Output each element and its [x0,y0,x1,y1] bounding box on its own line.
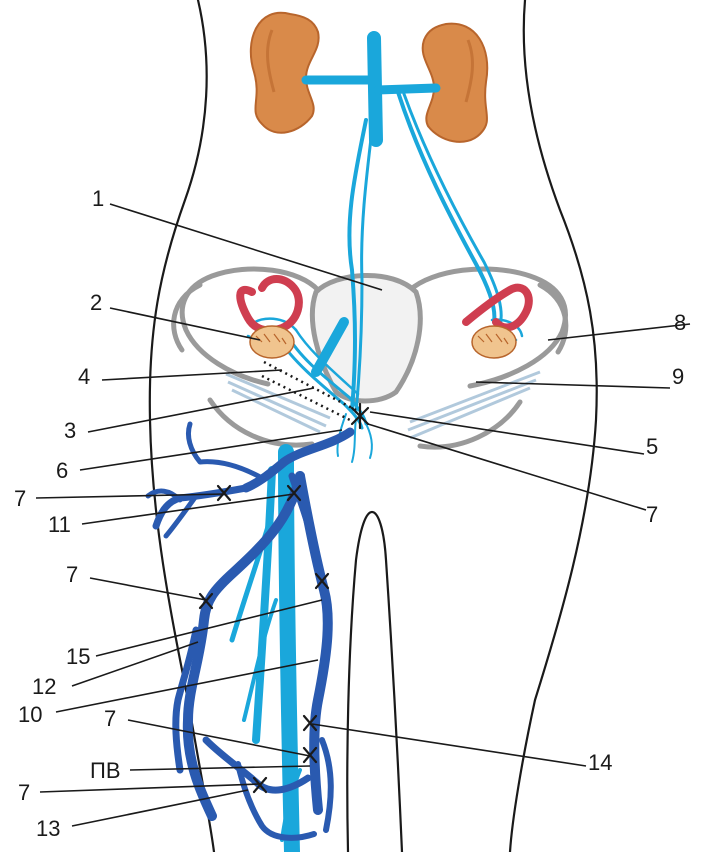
label-9: 9 [672,364,684,389]
dark-vein-medial-lower [322,740,331,830]
leader-8 [548,324,690,340]
leader-13 [72,790,248,826]
sacrum [312,275,420,401]
leader-7b [90,578,206,600]
pelvis-right-ischium [420,402,520,447]
great-saphenous-vein [256,470,272,740]
label-11: 11 [48,512,71,537]
label-5: 5 [646,434,658,459]
kidney-icon [251,13,319,133]
label-1: 1 [92,186,104,211]
dark-blue-varicose-veins [148,424,350,838]
kidney-icon [423,24,488,142]
leader-2 [110,308,260,340]
fallopian-tube-left [240,279,299,330]
label-6: 6 [56,458,68,483]
leader-7e [368,424,646,510]
label-4: 4 [78,364,90,389]
leader-14 [312,724,586,766]
ovary-icon [472,326,516,358]
ligament-right-1 [410,372,540,422]
label-14: 14 [588,750,612,775]
label-8: 8 [674,310,686,335]
label-12: 12 [32,674,56,699]
leader-1 [110,204,382,290]
torso-right-contour [510,0,597,852]
ovary-icon [250,326,294,358]
label-3: 3 [64,418,76,443]
label-7: 7 [14,486,26,511]
label-2: 2 [90,290,102,315]
label-7: 7 [646,502,658,527]
label-7: 7 [18,780,30,805]
label-7: 7 [66,562,78,587]
label-10: 10 [18,702,42,727]
inner-leg-contour [347,512,402,852]
label-15: 15 [66,644,90,669]
renal-vein-right [378,88,436,90]
torso-left-contour [150,0,214,852]
label-pv: ПВ [90,758,121,783]
label-13: 13 [36,816,60,841]
label-7: 7 [104,706,116,731]
fallopian-tube-right [466,288,529,328]
leader-12 [72,642,198,686]
leader-3 [88,388,314,432]
leader-7d [40,784,260,792]
